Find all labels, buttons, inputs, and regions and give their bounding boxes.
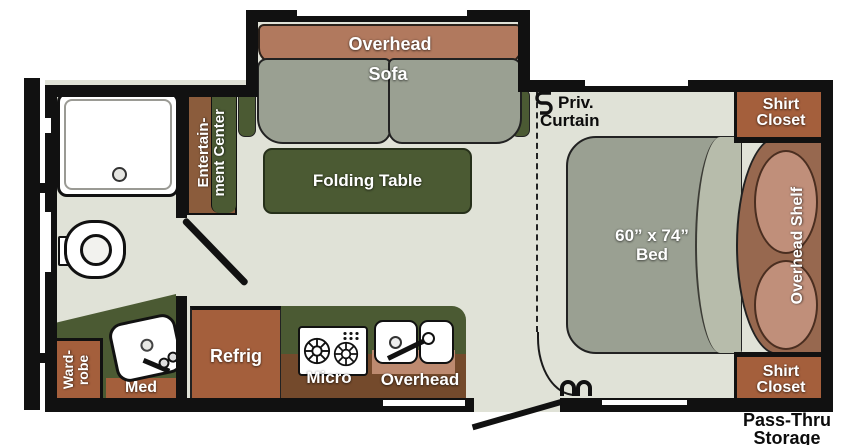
sofa-label: Sofa <box>368 63 408 84</box>
privacy-curtain-line <box>536 92 538 332</box>
refrig-label: Refrig <box>209 345 262 366</box>
shirt-closet-top: Shirt Closet <box>734 86 828 143</box>
priv-curtain-label: Curtain <box>540 111 600 131</box>
curtain-icon <box>535 91 553 115</box>
stove-burner-icon <box>303 337 331 365</box>
sofa: Sofa <box>257 58 522 144</box>
stove-controls-icon <box>342 331 361 341</box>
entertainment-center-face <box>211 92 236 213</box>
wall <box>246 10 258 97</box>
toilet-seat <box>80 234 112 266</box>
window <box>297 10 467 16</box>
wall <box>45 85 57 412</box>
window <box>602 400 687 405</box>
curtain-icon <box>560 380 592 396</box>
stove-burner-icon <box>333 341 359 367</box>
folding-table-label: Folding Table <box>312 171 423 190</box>
sofa-overhead-label: Overhead <box>348 33 432 54</box>
pass-thru-label: Pass-Thru <box>742 410 832 430</box>
bed-label: Bed <box>635 245 669 264</box>
refrigerator: Refrig <box>190 306 282 404</box>
window <box>383 400 465 406</box>
wardrobe: Ward- robe <box>50 338 103 401</box>
wall-connector <box>38 353 48 363</box>
wall <box>176 296 187 408</box>
wall <box>821 80 833 412</box>
bed-size-label: 60” x 74” <box>615 226 689 246</box>
overhead-shelf: Overhead Shelf <box>736 136 825 355</box>
bed: 60” x 74” Bed <box>566 136 742 354</box>
front-wall-bar <box>24 78 40 410</box>
wall <box>45 85 252 97</box>
shower <box>57 92 179 197</box>
shelf-pillow <box>754 150 818 254</box>
window <box>585 80 688 86</box>
toilet-icon <box>58 220 126 279</box>
sofa-cushion <box>388 58 522 144</box>
overhead-shelf-label: Overhead Shelf <box>789 186 807 305</box>
window <box>45 212 51 272</box>
wall-connector <box>38 183 48 193</box>
shower-drain-icon <box>112 167 127 182</box>
med-label: Med <box>125 379 157 396</box>
wardrobe-label: Ward- robe <box>60 349 92 390</box>
wall <box>518 10 530 92</box>
med-cabinet: Med <box>106 378 176 398</box>
bed-pillow-fold <box>695 137 741 353</box>
shelf-pillow <box>754 260 818 350</box>
folding-table: Folding Table <box>263 148 472 214</box>
stove-icon <box>298 326 368 376</box>
sofa-cushion <box>257 58 391 144</box>
entertainment-center-label: Entertain- ment Center <box>194 108 228 197</box>
toilet-bowl <box>64 220 126 279</box>
kitchen-sink-icon <box>372 318 454 368</box>
pass-thru-label: Storage <box>753 428 821 445</box>
kitchen-overhead-label: Overhead <box>380 370 460 389</box>
micro-label: Micro <box>306 368 352 387</box>
entertainment-center: Entertain- ment Center <box>187 90 237 215</box>
window <box>45 118 51 133</box>
wall <box>176 85 187 218</box>
shower-pan <box>64 99 172 190</box>
priv-curtain-label: Priv. <box>558 93 594 112</box>
